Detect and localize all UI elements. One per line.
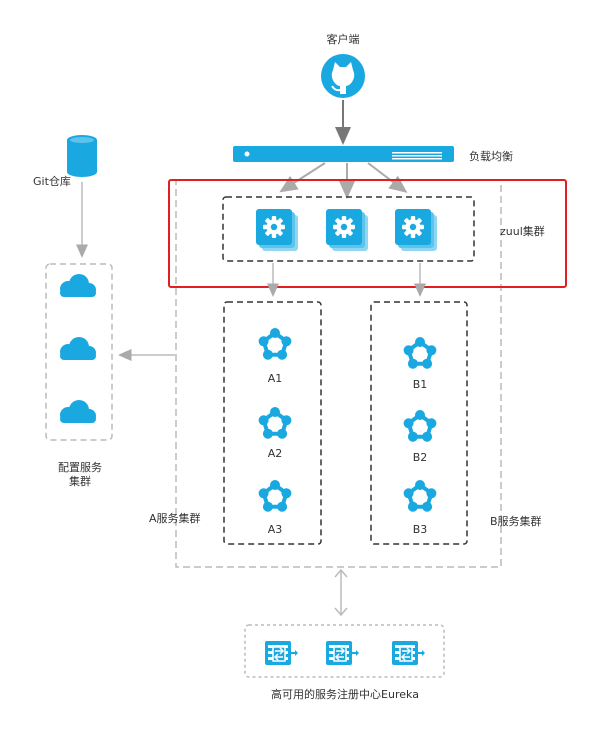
eureka-node-icon-3 [391, 640, 426, 666]
config-cloud-icon-1 [60, 274, 96, 297]
lb-to-zuul-arrows [279, 162, 408, 199]
git-repo-label: Git仓库 [33, 175, 71, 188]
zuul-node-icon-3 [395, 209, 437, 251]
config-cloud-icon-2 [60, 337, 96, 360]
b2-icon [401, 408, 439, 444]
a1-icon [256, 326, 294, 362]
database-icon [67, 135, 97, 177]
zuul-cluster-box [222, 196, 475, 262]
config-cluster-label-line1: 配置服务 [58, 461, 102, 474]
a1-label: A1 [267, 372, 283, 385]
a3-label: A3 [267, 523, 283, 536]
services-outer-cluster [175, 179, 502, 568]
eureka-node-icon-2 [325, 640, 360, 666]
b1-icon [401, 335, 439, 371]
b2-label: B2 [412, 451, 428, 464]
b-cluster-label: B服务集群 [490, 515, 542, 528]
eureka-label: 高可用的服务注册中心Eureka [271, 688, 419, 701]
zuul-highlight [168, 179, 567, 288]
a2-icon [256, 405, 294, 441]
eureka-node-icon-1 [264, 640, 299, 666]
a2-label: A2 [267, 447, 283, 460]
zuul-cluster-label: zuul集群 [500, 225, 545, 238]
b3-icon [401, 478, 439, 514]
zuul-node-icon-2 [326, 209, 368, 251]
a-cluster-label: A服务集群 [149, 512, 201, 525]
b-cluster-box [370, 301, 468, 545]
zuul-node-icon-1 [256, 209, 298, 251]
client-icon [321, 54, 365, 98]
b1-label: B1 [412, 378, 428, 391]
a3-icon [256, 478, 294, 514]
b3-label: B3 [412, 523, 428, 536]
cluster-eureka-arrow [334, 568, 348, 617]
client-label: 客户端 [326, 33, 360, 46]
config-cluster-label-line2: 集群 [69, 475, 91, 488]
load-balancer-icon [233, 146, 454, 162]
eureka-cluster-box [244, 624, 445, 678]
a-cluster-box [223, 301, 322, 545]
config-cloud-icon-3 [60, 400, 96, 423]
load-balancer-label: 负载均衡 [469, 150, 513, 163]
